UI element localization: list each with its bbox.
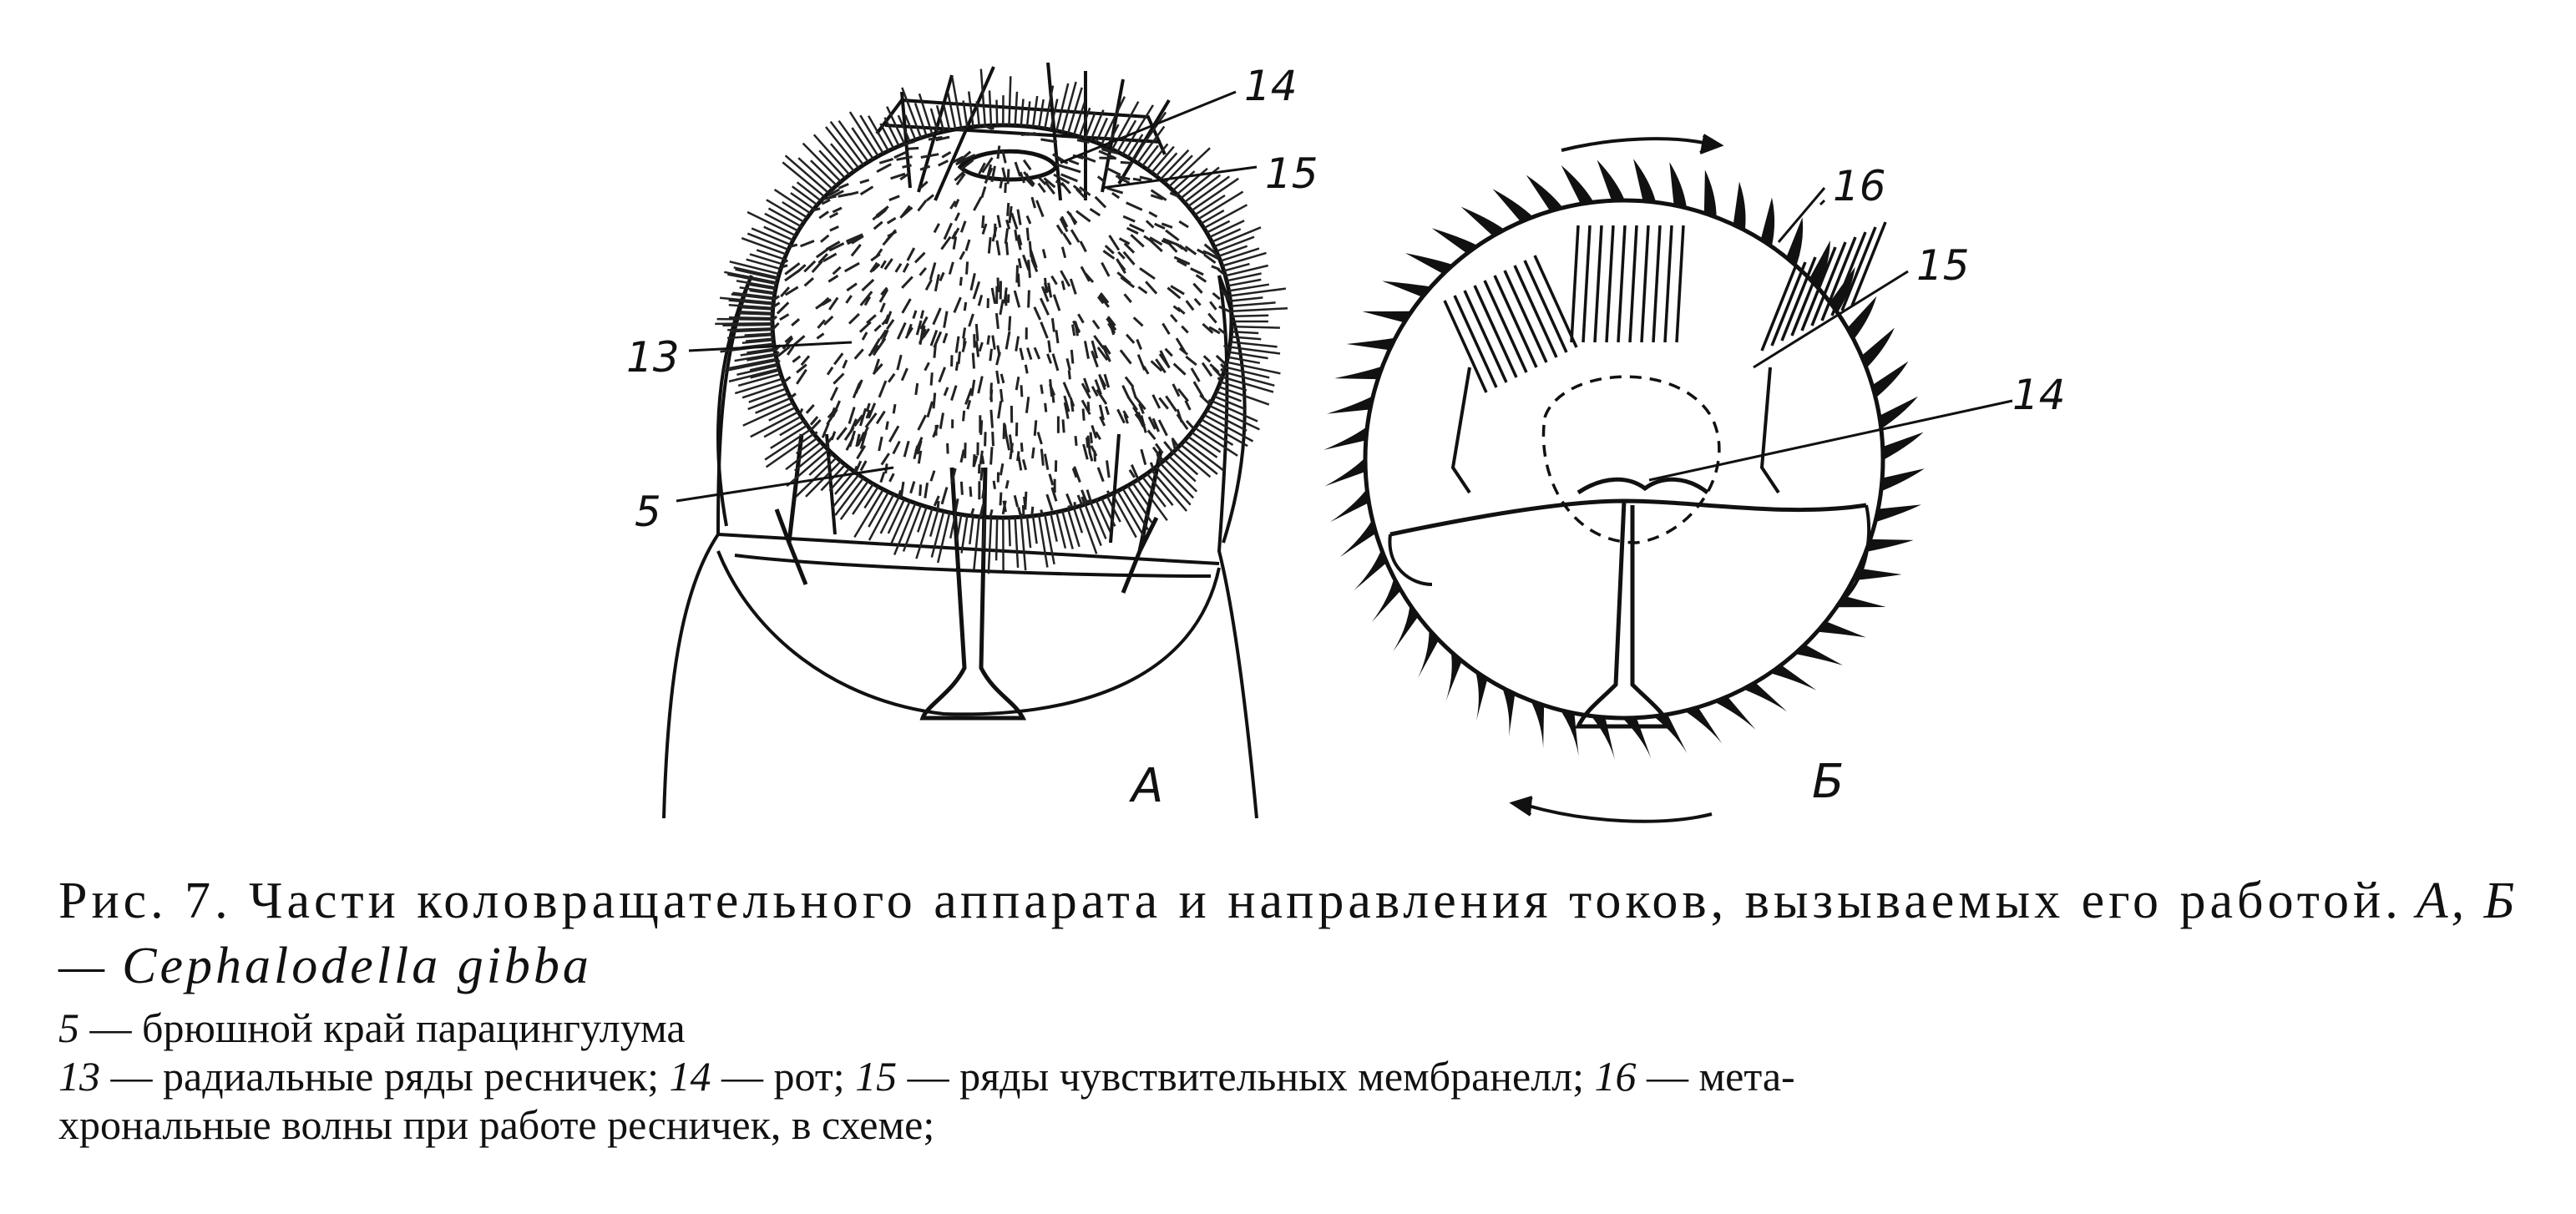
body-outline-right — [1217, 275, 1258, 819]
label-a-14: 14 — [1244, 62, 1298, 110]
legend-num: 5 — [58, 1004, 79, 1051]
disc-fringe — [715, 68, 1288, 574]
hook-left — [774, 433, 808, 585]
legend-num: 13 — [58, 1053, 100, 1100]
figure-drawing: 14 15 13 5 А 16 15 14 Б — [626, 62, 2066, 823]
trophi-b — [1389, 498, 1867, 729]
panel-b-letter: Б — [1812, 755, 1844, 809]
label-b-16: 16 — [1833, 162, 1886, 210]
caption-panels: А, Б — — [58, 873, 2518, 994]
trophi — [919, 467, 1027, 721]
panel-a-leaders — [676, 90, 1258, 503]
caption-prefix: Рис. 7. Части коловращательного аппарата… — [58, 873, 2402, 929]
figure-caption: Рис. 7. Части коловращательного аппарата… — [58, 868, 2538, 1149]
body-outline-left — [662, 275, 753, 819]
corona-disc-b — [1363, 198, 1885, 721]
label-a-13: 13 — [626, 333, 680, 382]
body-lower-lobe — [716, 550, 1221, 716]
label-a-15: 15 — [1265, 149, 1318, 198]
legend-text: — рот; — [721, 1053, 845, 1100]
legend-text: — ряды чувствительных мембранелл; — [907, 1053, 1585, 1100]
caption-species: Cephalodella gibba — [122, 938, 592, 994]
legend-text: — радиальные ряды ресничек; — [110, 1053, 660, 1100]
label-b-15: 15 — [1916, 241, 1970, 290]
cilia-ring — [1323, 159, 1925, 760]
hook-right — [1121, 450, 1163, 594]
panel-b-leaders — [1648, 187, 2013, 482]
panel-a-letter: А — [1129, 759, 1163, 813]
legend-num: 14 — [669, 1053, 711, 1100]
mouth-b — [1576, 477, 1709, 495]
legend-line-1: 5 — брюшной край парацингулума — [58, 1004, 2538, 1052]
legend-num: 16 — [1594, 1053, 1637, 1100]
legend-line-2: 13 — радиальные ряды ресничек; 14 — рот;… — [58, 1052, 2538, 1100]
caption-legend: 5 — брюшной край парацингулума 13 — ради… — [58, 1004, 2538, 1149]
collar-band-lower — [734, 554, 1212, 578]
legend-text: — брюшной край парацингулума — [89, 1004, 686, 1051]
label-b-14: 14 — [2012, 371, 2066, 419]
legend-num: 15 — [855, 1053, 898, 1100]
rotation-arrows — [1509, 134, 1724, 823]
label-a-5: 5 — [635, 488, 661, 536]
panel-b-drawing — [1363, 198, 1887, 729]
legend-text: — мета- — [1647, 1053, 1795, 1100]
legend-line-3: хрональные волны при работе ресничек, в … — [58, 1100, 2538, 1149]
caption-main: Рис. 7. Части коловращательного аппарата… — [58, 868, 2538, 999]
legend-text: хрональные волны при работе ресничек, в … — [58, 1101, 935, 1148]
